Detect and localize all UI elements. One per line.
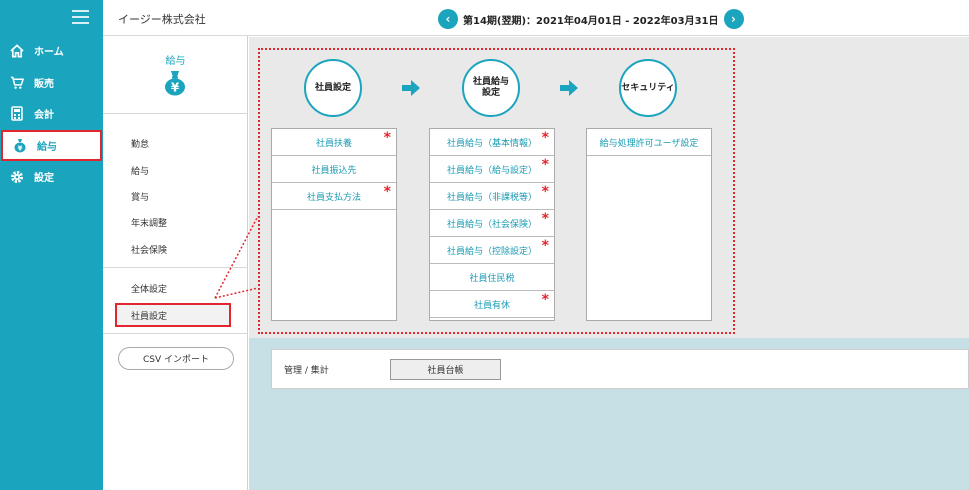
calculator-icon <box>10 106 24 121</box>
employee-settings-list: 社員扶養* 社員振込先 社員支払方法* <box>271 128 397 321</box>
management-card: 管理 / 集計 社員台帳 <box>271 349 969 389</box>
list-item[interactable]: 社員給与（給与設定）* <box>430 156 554 183</box>
highlight-frame <box>258 48 735 334</box>
home-icon <box>10 43 24 58</box>
required-mark: * <box>541 157 549 173</box>
list-item[interactable]: 社員給与（社会保険）* <box>430 210 554 237</box>
required-mark: * <box>541 238 549 254</box>
svg-text:¥: ¥ <box>171 81 180 95</box>
list-item[interactable]: 社員有休* <box>430 291 554 318</box>
employee-ledger-button[interactable]: 社員台帳 <box>390 359 501 380</box>
step-employee-settings: 社員設定 <box>304 59 362 117</box>
divider <box>103 113 248 114</box>
submenu-item-general-settings[interactable]: 全体設定 <box>131 285 168 295</box>
sidebar-item-label: 給与 <box>37 142 57 153</box>
list-item[interactable]: 社員振込先 <box>272 156 396 183</box>
sidebar-item-label: 販売 <box>34 79 54 90</box>
security-settings-list: 給与処理許可ユーザ設定 <box>586 128 712 321</box>
arrow-right-icon <box>560 80 578 96</box>
next-period-button[interactable]: › <box>723 9 744 29</box>
list-item[interactable]: 給与処理許可ユーザ設定 <box>587 129 711 156</box>
cart-icon <box>10 76 24 90</box>
required-mark: * <box>541 211 549 227</box>
submenu-item-employee-settings[interactable]: 社員設定 <box>115 303 231 327</box>
submenu-item-bonus[interactable]: 賞与 <box>131 193 150 203</box>
sidebar-item-sales[interactable]: 販売 <box>0 67 103 98</box>
required-mark: * <box>541 292 549 308</box>
list-item[interactable]: 社員給与（非課税等）* <box>430 183 554 210</box>
period-label: 第14期(翌期)：2021年04月01日 - 2022年03月31日 <box>463 15 719 27</box>
money-bag-icon: ¥ <box>163 70 187 96</box>
required-mark: * <box>541 184 549 200</box>
sidebar: ホーム 販売 会計 ¥ 給与 設定 <box>0 0 103 490</box>
submenu-item-attendance[interactable]: 勤怠 <box>131 140 150 150</box>
sidebar-item-accounting[interactable]: 会計 <box>0 98 103 129</box>
gear-icon <box>10 170 24 184</box>
management-label: 管理 / 集計 <box>284 366 329 376</box>
sidebar-item-settings[interactable]: 設定 <box>0 161 103 192</box>
required-mark: * <box>383 184 391 200</box>
company-name: イージー株式会社 <box>118 13 206 26</box>
hamburger-menu-icon[interactable] <box>72 10 89 24</box>
top-bar: イージー株式会社 ‹ 第14期(翌期)：2021年04月01日 - 2022年0… <box>103 0 969 36</box>
step-employee-salary-settings: 社員給与 設定 <box>462 59 520 117</box>
submenu-item-social-insurance[interactable]: 社会保険 <box>131 246 168 256</box>
list-item[interactable]: 社員給与（控除設定）* <box>430 237 554 264</box>
csv-import-button[interactable]: CSV インポート <box>118 347 234 370</box>
list-item[interactable]: 社員扶養* <box>272 129 396 156</box>
period-selector: ‹ 第14期(翌期)：2021年04月01日 - 2022年03月31日 › <box>438 9 744 29</box>
employee-salary-settings-list: 社員給与（基本情報）* 社員給与（給与設定）* 社員給与（非課税等）* 社員給与… <box>429 128 555 321</box>
divider <box>103 333 248 334</box>
arrow-right-icon <box>402 80 420 96</box>
submenu-item-salary[interactable]: 給与 <box>131 167 150 177</box>
payroll-submenu: 給与 ¥ 勤怠 給与 賞与 年末調整 社会保険 全体設定 社員設定 CSV イン… <box>103 36 248 490</box>
submenu-item-year-end[interactable]: 年末調整 <box>131 219 168 229</box>
sidebar-item-home[interactable]: ホーム <box>0 35 103 66</box>
sidebar-item-payroll[interactable]: ¥ 給与 <box>1 130 102 161</box>
list-item[interactable]: 社員給与（基本情報）* <box>430 129 554 156</box>
divider <box>103 267 248 268</box>
required-mark: * <box>541 130 549 146</box>
svg-text:¥: ¥ <box>18 145 23 153</box>
sidebar-item-label: 設定 <box>34 173 54 184</box>
required-mark: * <box>383 130 391 146</box>
sidebar-item-label: ホーム <box>34 47 64 58</box>
list-item[interactable]: 社員支払方法* <box>272 183 396 210</box>
prev-period-button[interactable]: ‹ <box>438 9 458 29</box>
list-item[interactable]: 社員住民税 <box>430 264 554 291</box>
submenu-title: 給与 <box>165 56 186 67</box>
sidebar-item-label: 会計 <box>34 110 54 121</box>
money-bag-icon: ¥ <box>13 139 27 153</box>
step-security: セキュリティ <box>619 59 677 117</box>
